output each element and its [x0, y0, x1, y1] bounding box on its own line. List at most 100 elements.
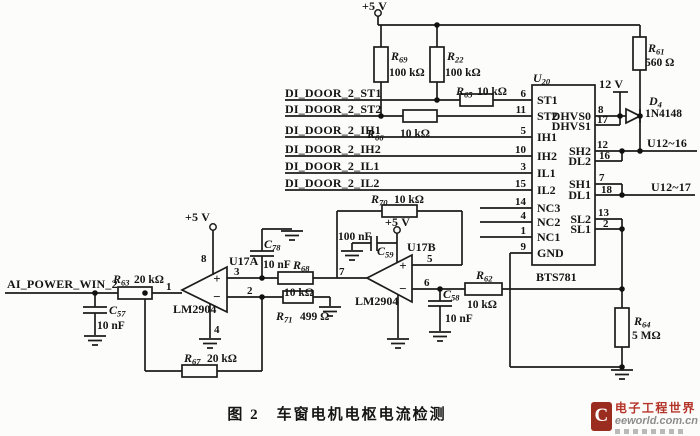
resistor-r71: [282, 290, 314, 304]
capacitor-c57: [83, 306, 107, 314]
capacitor-c59: [370, 236, 378, 251]
val-c78: 10 nF: [263, 259, 291, 271]
plus5v-terminal-top: [374, 9, 382, 17]
svg-text:SL1: SL1: [570, 222, 591, 236]
figure-caption: 图 2 车窗电机电枢电流检测: [227, 405, 446, 423]
u17a-pin4: 4: [214, 324, 220, 336]
ref-c59: C59: [377, 244, 394, 260]
ground-c59: [340, 250, 364, 261]
net-di-door-2-ih2: DI_DOOR_2_IH2: [285, 142, 381, 156]
u17b-minus-sign: −: [399, 281, 406, 296]
svg-text:15: 15: [515, 178, 527, 190]
val-c57: 10 nF: [97, 320, 125, 332]
u17a-plus-sign: +: [213, 271, 220, 286]
ref-r63: R63: [112, 272, 130, 288]
net-di-door-2-il1: DI_DOOR_2_IL1: [285, 159, 380, 173]
val-r71: 499 Ω: [300, 311, 329, 323]
svg-text:DHVS0: DHVS0: [552, 109, 591, 123]
resistor-r65: [459, 93, 494, 107]
resistor-r66: [402, 109, 438, 123]
svg-text:18: 18: [601, 184, 613, 196]
svg-text:SL2: SL2: [570, 212, 591, 226]
u17b-plus-sign: +: [399, 258, 406, 273]
ic-left-pin-names: ST1 ST2 IH1 IH2 IL1 IL2 NC3 NC2 NC1 GND: [537, 93, 564, 260]
svg-text:13: 13: [598, 207, 610, 219]
ic-left-pin-numbers: 6 11 5 10 3 15 14 4 1 9: [515, 88, 527, 253]
power-terminals: [209, 9, 401, 234]
resistor-r64: [614, 307, 630, 348]
label-12v: 12 V: [599, 77, 623, 91]
ref-c58: C58: [443, 287, 460, 303]
svg-text:8: 8: [598, 104, 604, 116]
resistor-r62: [464, 282, 503, 296]
capacitor-bodies: [83, 236, 452, 314]
plus5v-terminal-u17a: [209, 223, 217, 231]
svg-text:2: 2: [603, 218, 609, 230]
svg-text:11: 11: [516, 104, 526, 116]
svg-text:IH1: IH1: [537, 130, 557, 144]
u17a-minus-sign: −: [213, 289, 220, 304]
svg-text:3: 3: [521, 161, 527, 173]
val-r68: 10 kΩ: [284, 287, 314, 299]
val-r67: 20 kΩ: [207, 353, 237, 365]
svg-text:IL2: IL2: [537, 183, 556, 197]
net-u12-16: U12~16: [647, 136, 687, 150]
svg-text:9: 9: [521, 241, 527, 253]
net-di-door-2-st2: DI_DOOR_2_ST2: [285, 102, 382, 116]
resistor-r67: [181, 364, 218, 378]
ref-r61: R61: [647, 41, 665, 57]
watermark-brand: 电子工程世界: [614, 401, 696, 415]
svg-text:IL1: IL1: [537, 166, 556, 180]
label-5v-u17a: +5 V: [185, 210, 210, 224]
net-di-door-2-ih1: DI_DOOR_2_IH1: [285, 123, 381, 137]
watermark-site: eeworld.com.cn: [614, 415, 698, 427]
val-r62: 10 kΩ: [467, 299, 497, 311]
ref-r66: R66: [366, 127, 384, 143]
svg-text:NC3: NC3: [537, 201, 560, 215]
net-u12-17: U12~17: [651, 180, 691, 194]
ic-right-pin-numbers: 8 17 12 16 7 18 13 2: [597, 104, 613, 230]
resistor-r63: [117, 286, 153, 300]
u17b-pin7: 7: [339, 266, 345, 278]
u17a-pin8: 8: [201, 253, 207, 265]
svg-text:6: 6: [521, 88, 527, 100]
net-di-door-2-st1: DI_DOOR_2_ST1: [285, 86, 382, 100]
label-5v-u17b: +5 V: [385, 215, 410, 229]
ref-r69: R69: [390, 49, 408, 65]
u17a-pin1: 1: [166, 281, 172, 293]
val-r70: 10 kΩ: [394, 194, 424, 206]
val-r66: 10 kΩ: [400, 128, 430, 140]
junction-dots: [92, 22, 643, 370]
ground-c78: [280, 230, 304, 241]
u17b-pin6: 6: [424, 277, 430, 289]
svg-text:ST2: ST2: [537, 109, 558, 123]
val-r69: 100 kΩ: [389, 67, 425, 79]
resistor-r69: [373, 46, 389, 83]
label-lm2904-b: LM2904: [355, 294, 398, 308]
svg-text:DL2: DL2: [568, 154, 591, 168]
ground-main: [610, 369, 634, 380]
ref-c57: C57: [109, 303, 126, 319]
label-5v-top: +5 V: [362, 0, 387, 13]
label-bts781: BTS781: [536, 270, 577, 284]
svg-text:DL1: DL1: [568, 188, 591, 202]
ground-u17a: [198, 338, 222, 349]
u17a-pin3: 3: [234, 266, 240, 278]
opamp-bodies: [180, 253, 413, 314]
ref-r62: R62: [475, 268, 493, 284]
ref-r22: R22: [446, 49, 464, 65]
val-r61: 560 Ω: [645, 57, 674, 69]
svg-text:IH2: IH2: [537, 149, 557, 163]
ref-r64: R64: [633, 314, 651, 330]
svg-text:1: 1: [521, 225, 527, 237]
ground-c57: [83, 335, 107, 346]
label-u17a: U17A: [229, 254, 259, 268]
val-r63: 20 kΩ: [134, 274, 164, 286]
net-ai-power-win-2: AI_POWER_WIN_2: [7, 277, 118, 291]
svg-text:12: 12: [597, 139, 609, 151]
val-r22: 100 kΩ: [445, 67, 481, 79]
val-r64: 5 MΩ: [632, 330, 661, 342]
svg-text:SH1: SH1: [569, 177, 591, 191]
